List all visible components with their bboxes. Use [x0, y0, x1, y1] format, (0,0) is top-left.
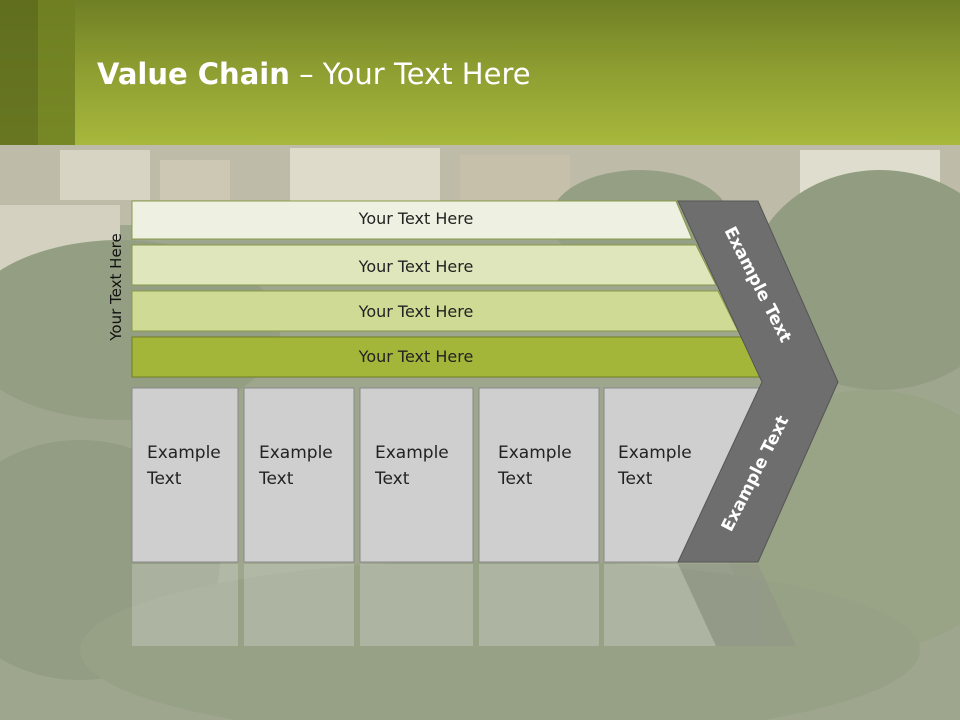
bar-2[interactable]: [131, 244, 717, 286]
box-2-line1: Example: [259, 443, 333, 463]
side-label: Your Text Here: [107, 233, 125, 341]
page-title: Value Chain – Your Text Here: [97, 52, 531, 96]
chevron-arrow[interactable]: [677, 200, 839, 563]
box-4[interactable]: [478, 387, 600, 563]
bar-1[interactable]: [131, 200, 693, 240]
bar-2-label: Your Text Here: [358, 257, 474, 276]
box-3-line2: Text: [374, 469, 410, 489]
bar-1-label: Your Text Here: [358, 209, 474, 228]
boxes-reflection: [132, 564, 796, 646]
box-1-line1: Example: [147, 443, 221, 463]
box-1[interactable]: [131, 387, 239, 563]
title-rest: – Your Text Here: [289, 57, 531, 91]
box-4-line2: Text: [497, 469, 533, 489]
header-band: Value Chain – Your Text Here: [0, 0, 960, 145]
box-4-line1: Example: [498, 443, 572, 463]
box-2[interactable]: [243, 387, 355, 563]
box-5-line1: Example: [618, 443, 692, 463]
box-5-line2: Text: [617, 469, 653, 489]
box-1-line2: Text: [146, 469, 182, 489]
header-accent-stripe-2: [38, 0, 75, 145]
header-accent-stripe: [0, 0, 38, 145]
title-bold: Value Chain: [97, 57, 290, 91]
box-3[interactable]: [359, 387, 474, 563]
box-2-line2: Text: [258, 469, 294, 489]
box-3-line1: Example: [375, 443, 449, 463]
bar-4-label: Your Text Here: [358, 347, 474, 366]
bar-3-label: Your Text Here: [358, 302, 474, 321]
